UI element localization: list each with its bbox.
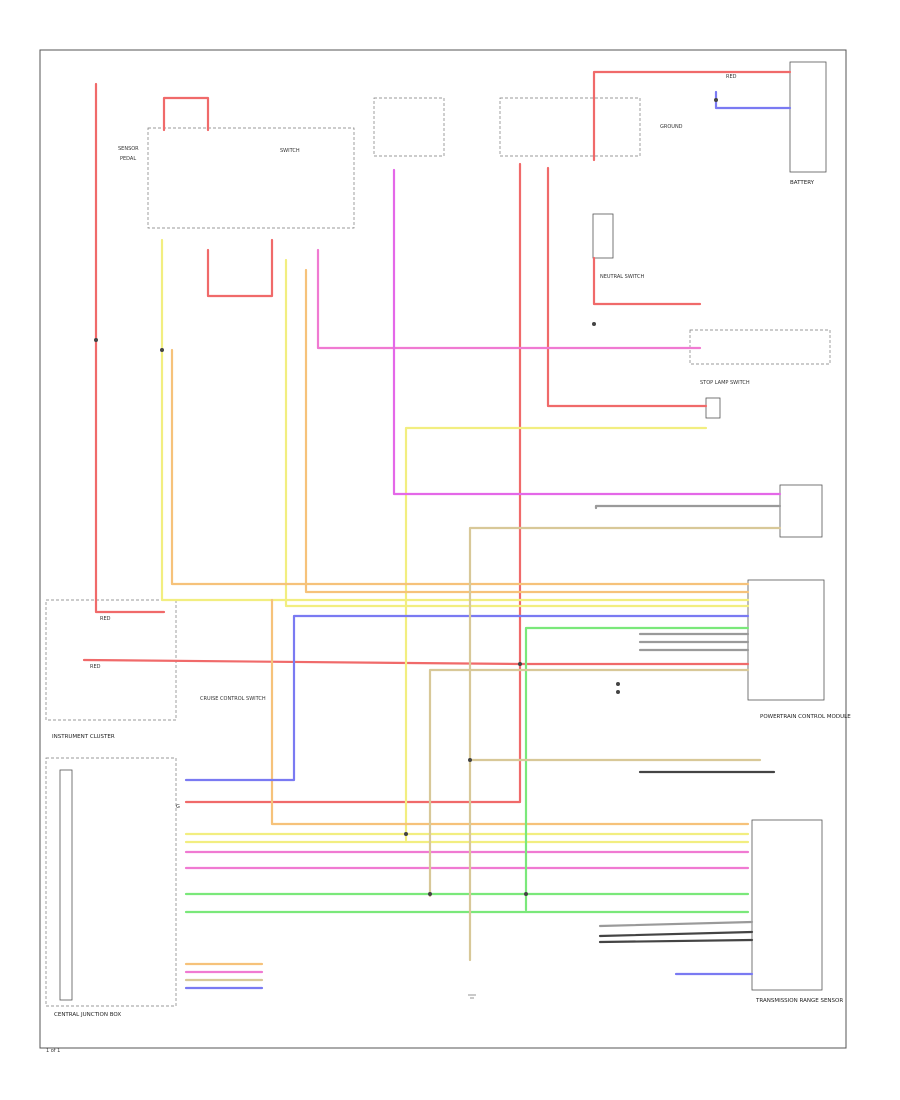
label-central-junction-box: CENTRAL JUNCTION BOX	[54, 1012, 121, 1018]
diagram-frame	[39, 49, 847, 1049]
label-stop-lamp: STOP LAMP SWITCH	[700, 380, 750, 386]
wire-blue-top	[714, 90, 792, 110]
wire-yellow-left	[160, 238, 750, 602]
label-neutral-switch: NEUTRAL SWITCH	[600, 274, 645, 280]
label-pcm: POWERTRAIN CONTROL MODULE	[760, 714, 851, 720]
label-g: G	[176, 804, 180, 810]
wire-red-left	[162, 96, 210, 132]
wire-yellow-mid	[284, 258, 750, 608]
wire-orange-mid	[304, 268, 750, 594]
wire-red-right	[546, 166, 708, 408]
wire-red-outer	[94, 82, 166, 614]
wire-tan	[468, 526, 782, 962]
wire-dark-a	[598, 930, 754, 938]
wire-orange-down	[270, 598, 750, 826]
wire-red-top	[592, 70, 792, 162]
wire-red-feed	[206, 238, 274, 298]
wire-green-mid	[524, 626, 750, 912]
wire-gray-right	[594, 504, 782, 510]
label-ground: GROUND	[660, 124, 683, 130]
wire-tan-low	[428, 668, 750, 898]
label-pedal: PEDAL	[120, 156, 136, 162]
wire-red-lower	[184, 162, 522, 804]
label-battery: BATTERY	[790, 180, 815, 186]
wire-yellow-upper	[404, 426, 708, 842]
label-transmission-range: TRANSMISSION RANGE SENSOR	[755, 998, 843, 1004]
component-boxes	[45, 61, 831, 1007]
wire-red-mid	[82, 658, 750, 666]
label-red-mid: RED	[90, 664, 101, 670]
label-switch: SWITCH	[280, 148, 300, 154]
wire-pink-stop	[316, 248, 702, 350]
label-sensor: SENSOR	[118, 146, 139, 152]
connector-points	[94, 98, 718, 896]
label-red-left: RED	[100, 616, 111, 622]
label-red-top: RED	[726, 74, 737, 80]
diagram-labels: RED RED RED SENSOR SWITCH PEDAL NEUTRAL …	[46, 74, 851, 1054]
wire-red-inertia	[592, 256, 702, 306]
label-cruise-control: CRUISE CONTROL SWITCH	[200, 696, 266, 702]
wire-gray-d	[598, 920, 754, 928]
label-instrument-cluster: INSTRUMENT CLUSTER	[52, 734, 115, 740]
wire-blue-mid	[184, 614, 750, 782]
wire-dark-b	[598, 938, 754, 944]
wire-orange-left	[170, 348, 750, 586]
wire-runs	[82, 70, 792, 990]
label-page-number: 1 of 1	[46, 1048, 60, 1054]
wire-magenta-upper	[392, 168, 782, 496]
